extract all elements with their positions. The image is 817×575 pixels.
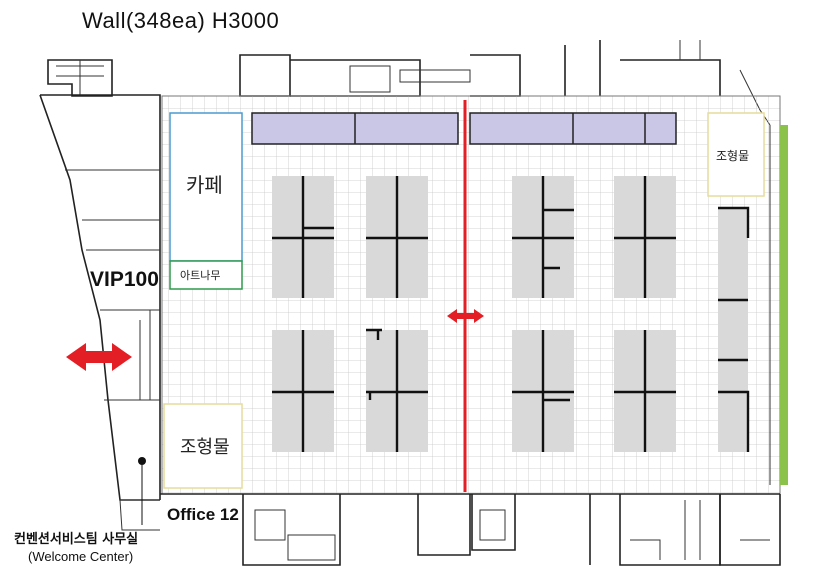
welcome-center-label: 컨벤션서비스팀 사무실 xyxy=(14,531,138,547)
bottom-utility-rooms xyxy=(119,493,781,566)
left-wing xyxy=(39,94,161,501)
right-green-edge xyxy=(780,125,788,485)
vip-room-label: VIP100 xyxy=(90,268,159,291)
artnamu-room xyxy=(169,260,243,290)
exhibition-hall-grid xyxy=(161,95,781,495)
plan-title: Wall(348ea) H3000 xyxy=(82,8,279,33)
red-double-arrow-entrance xyxy=(66,343,132,371)
welcome-center-english-label: (Welcome Center) xyxy=(28,549,133,564)
sculpture-right-label: 조형물 xyxy=(716,149,749,163)
cafe-room xyxy=(169,112,243,262)
cafe-label: 카페 xyxy=(186,173,223,197)
office-label: Office 12 xyxy=(167,505,239,524)
red-double-arrow-center xyxy=(447,309,484,323)
sculpture-bottom-area xyxy=(163,403,243,489)
top-panels xyxy=(251,112,677,145)
artnamu-label: 아트나무 xyxy=(180,269,220,282)
welcome-center-marker xyxy=(138,457,146,465)
booth-walls xyxy=(272,176,750,452)
sculpture-right-area xyxy=(707,112,765,197)
sculpture-bottom-label: 조형물 xyxy=(180,437,230,458)
